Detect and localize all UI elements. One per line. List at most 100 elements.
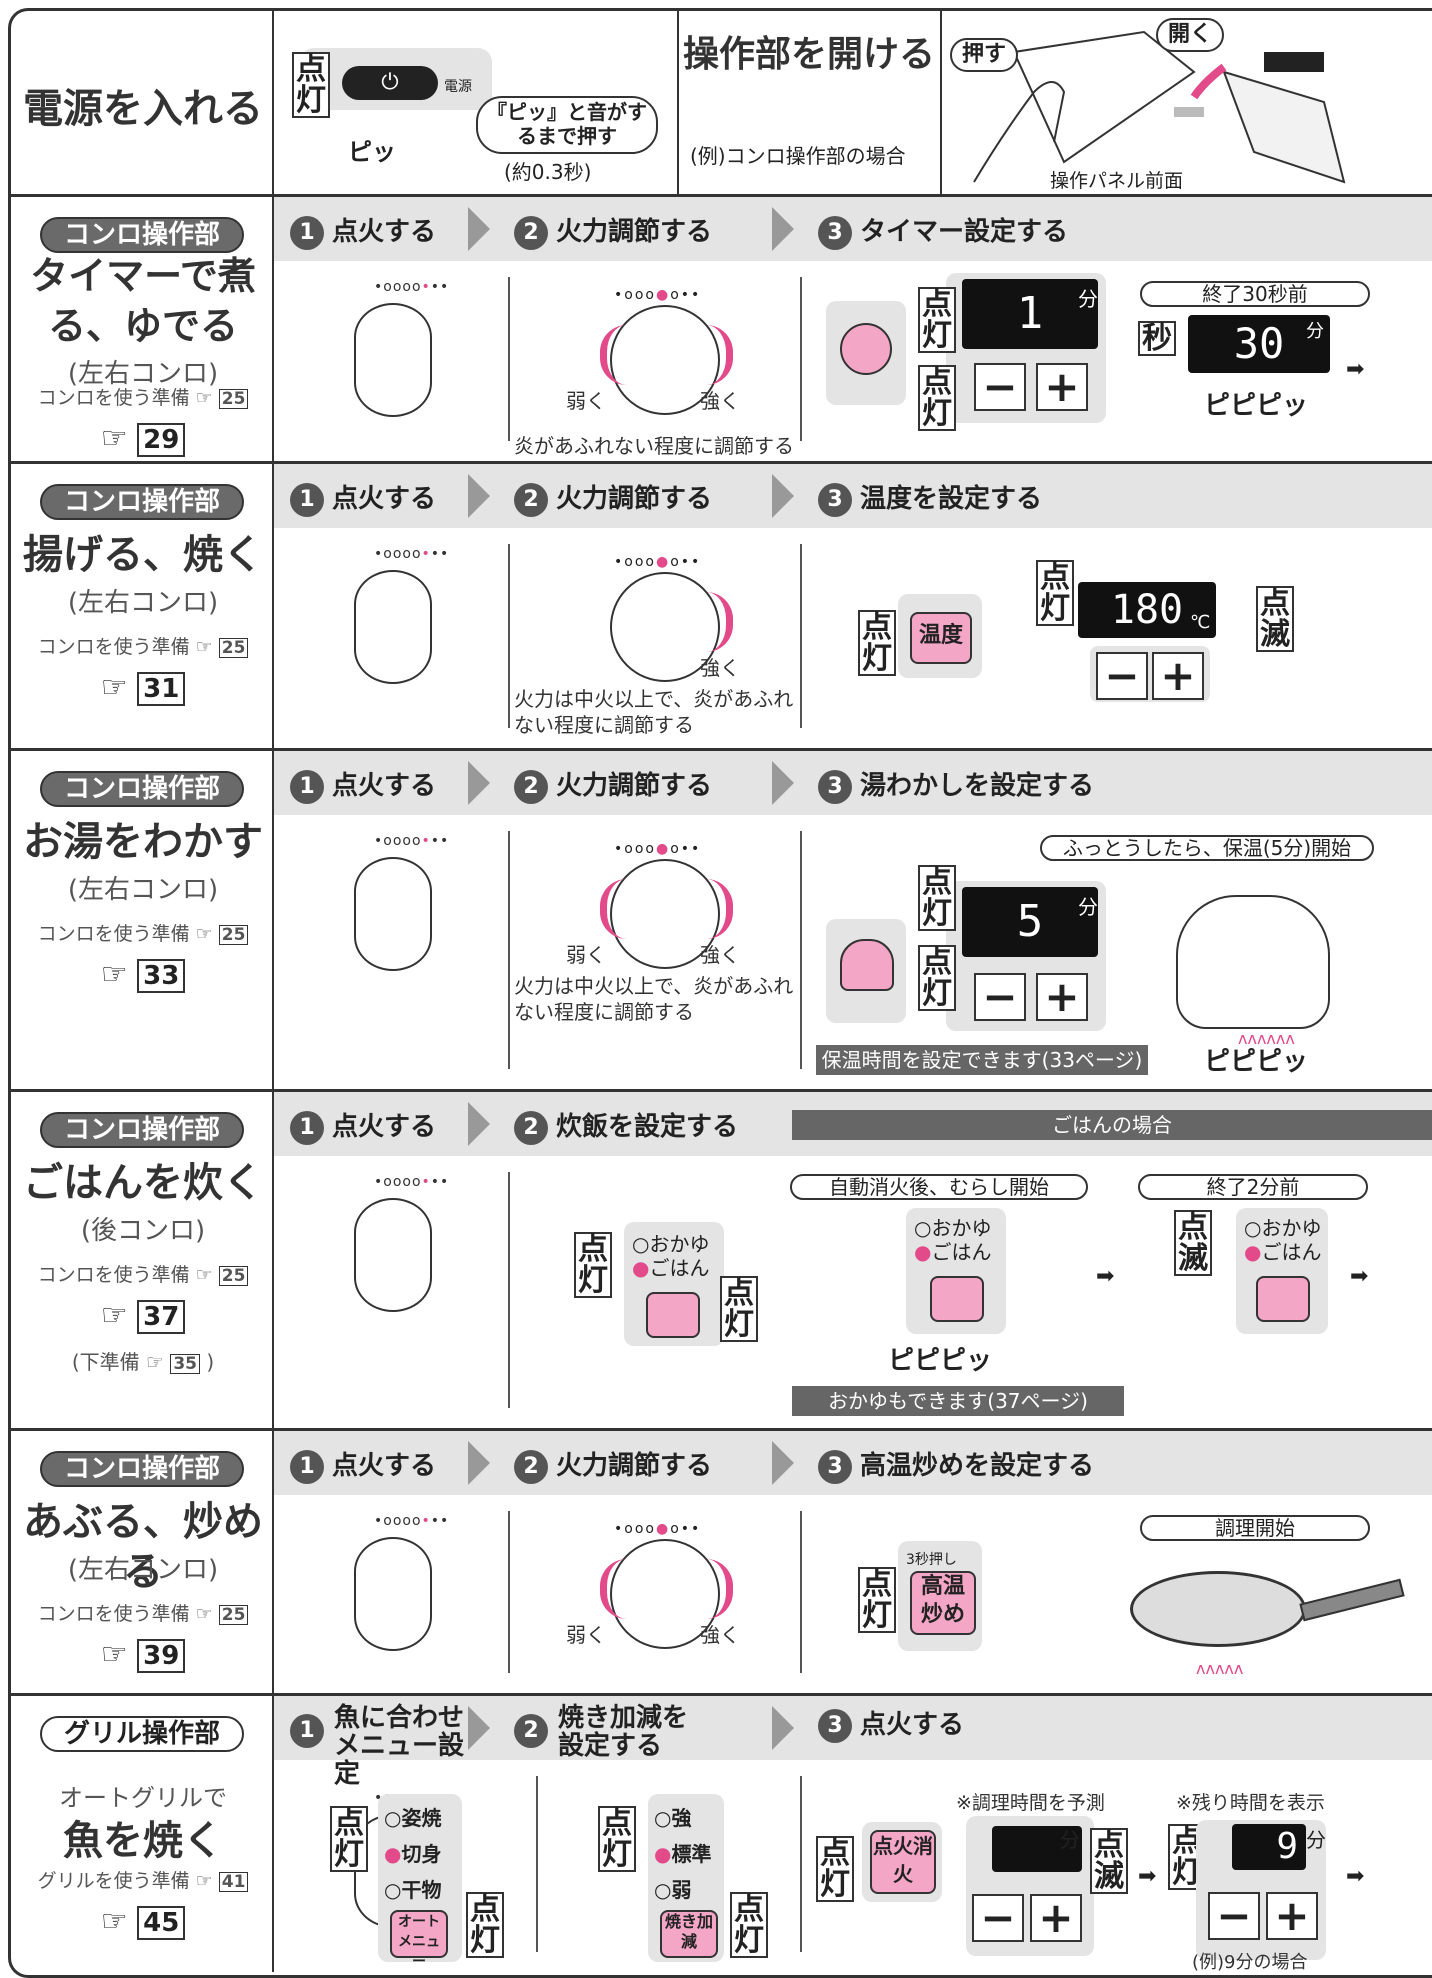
beep-text: ピッ bbox=[348, 138, 396, 166]
minus-button[interactable]: − bbox=[1208, 1892, 1260, 1940]
next-arrow-icon: ➡ bbox=[1096, 1264, 1115, 1289]
step-number: 1 bbox=[290, 1449, 324, 1484]
step-number: 1 bbox=[290, 769, 324, 804]
flame-dots-icon: •oooo••• bbox=[374, 546, 450, 562]
burner-knob-icon bbox=[354, 1198, 432, 1312]
prep-page[interactable]: 25 bbox=[218, 925, 249, 945]
unit-label: 分 bbox=[1078, 895, 1098, 919]
menu-option-text: 切身 bbox=[401, 1842, 442, 1866]
row-divider bbox=[8, 1089, 1432, 1092]
sub-prep-page[interactable]: 35 bbox=[170, 1354, 200, 1374]
lit-tag: 点灯 bbox=[816, 1836, 854, 1902]
temp-button[interactable]: 温度 bbox=[910, 612, 972, 664]
auto-menu-button[interactable]: オートメニュー bbox=[390, 1910, 448, 1970]
step-label: 点火する bbox=[332, 1451, 437, 1481]
prep-page[interactable]: 41 bbox=[218, 1872, 249, 1892]
page-number[interactable]: 37 bbox=[137, 1300, 186, 1334]
end-2min-label: 終了2分前 bbox=[1138, 1174, 1368, 1200]
prep-page[interactable]: 25 bbox=[218, 389, 249, 409]
section-header-bar: ごはんの場合 bbox=[792, 1110, 1432, 1140]
weak-arrow-icon bbox=[600, 1559, 627, 1619]
page-number[interactable]: 33 bbox=[137, 959, 186, 993]
step-label: 火力調節する bbox=[556, 217, 713, 247]
opt-gohan: ●ごはん bbox=[1244, 1240, 1322, 1264]
step-label: 点火する bbox=[332, 771, 437, 801]
step-label: タイマー設定する bbox=[860, 217, 1069, 247]
step-number: 2 bbox=[514, 1714, 548, 1748]
level-button[interactable]: 焼き加減 bbox=[660, 1910, 718, 1958]
keep-warm-note: ふっとうしたら、保温(5分)開始 bbox=[1040, 835, 1374, 861]
stirfry-button[interactable]: 高温炒め bbox=[910, 1571, 976, 1635]
minus-button[interactable]: − bbox=[1096, 652, 1148, 700]
plus-button[interactable]: + bbox=[1030, 1894, 1082, 1942]
minus-button[interactable]: − bbox=[974, 973, 1026, 1021]
page-number[interactable]: 31 bbox=[137, 672, 186, 706]
step-label: 点火する bbox=[332, 1112, 437, 1142]
unit-label: 分 bbox=[1060, 1828, 1080, 1852]
minus-button[interactable]: − bbox=[972, 1894, 1024, 1942]
next-arrow-icon: ➡ bbox=[1346, 1864, 1365, 1889]
prep-text: コンロを使う準備 bbox=[37, 636, 190, 658]
prep-page[interactable]: 25 bbox=[218, 1605, 249, 1625]
page-number[interactable]: 45 bbox=[137, 1906, 186, 1940]
open-label: 開く bbox=[1156, 18, 1225, 52]
level-option-text: 弱 bbox=[671, 1878, 692, 1902]
content-divider bbox=[800, 831, 802, 1069]
heat-dots-icon: •ooo●o•• bbox=[614, 554, 702, 570]
page-number[interactable]: 39 bbox=[137, 1639, 186, 1673]
rice-button-icon[interactable] bbox=[1256, 1276, 1310, 1322]
plus-button[interactable]: + bbox=[1036, 973, 1088, 1021]
opt-okayu-text: おかゆ bbox=[1261, 1216, 1322, 1240]
section-badge: コンロ操作部 bbox=[40, 217, 244, 253]
book-icon: ☞ bbox=[100, 1298, 138, 1333]
rice-button-icon[interactable] bbox=[646, 1292, 700, 1338]
prep-page[interactable]: 25 bbox=[218, 1266, 249, 1286]
unit-label: 分 bbox=[1078, 287, 1098, 311]
page-ref: ☞ 31 bbox=[14, 670, 272, 706]
page-number[interactable]: 29 bbox=[137, 423, 186, 457]
timer-button-icon[interactable] bbox=[840, 323, 892, 375]
panel-front-label: 操作パネル前面 bbox=[1050, 170, 1184, 192]
page-ref: ☞ 45 bbox=[14, 1904, 272, 1940]
minus-button[interactable]: − bbox=[974, 363, 1026, 411]
lit-tag: 点灯 bbox=[1036, 560, 1074, 626]
menu-option-text: 干物 bbox=[401, 1878, 442, 1902]
lit-tag: 点灯 bbox=[858, 1567, 896, 1633]
book-icon: ☞ bbox=[100, 957, 138, 992]
section-title: ごはんを炊く bbox=[23, 1160, 263, 1206]
step-arrow-icon bbox=[468, 761, 490, 805]
plus-button[interactable]: + bbox=[1266, 1892, 1318, 1940]
okayu-bar: おかゆもできます(37ページ) bbox=[792, 1386, 1124, 1416]
book-icon: ☞ bbox=[189, 387, 219, 409]
strong-arrow-icon bbox=[706, 325, 733, 385]
beep-text: ピピピッ bbox=[1204, 1047, 1309, 1077]
step-number: 2 bbox=[514, 1110, 548, 1145]
prep-page[interactable]: 25 bbox=[218, 638, 249, 658]
plus-button[interactable]: + bbox=[1152, 652, 1204, 700]
opt-okayu: ○おかゆ bbox=[632, 1232, 710, 1256]
prep-text: コンロを使う準備 bbox=[37, 923, 190, 945]
pan-icon bbox=[1130, 1571, 1306, 1647]
flame-dots-icon: •oooo••• bbox=[374, 1513, 450, 1529]
power-button-label: 電源 bbox=[444, 79, 472, 95]
keep-warm-bar: 保温時間を設定できます(33ページ) bbox=[816, 1045, 1148, 1075]
lit-tag: 点灯 bbox=[918, 365, 956, 431]
plus-button[interactable]: + bbox=[1036, 363, 1088, 411]
power-button[interactable]: ⏻ bbox=[342, 66, 438, 100]
lit-tag: 点灯 bbox=[574, 1232, 612, 1298]
timer-lcd-30: 30 bbox=[1188, 315, 1330, 373]
example-note: (例)9分の場合 bbox=[1192, 1952, 1308, 1973]
book-icon: ☞ bbox=[189, 1264, 219, 1286]
menu-option: ○姿焼 bbox=[384, 1806, 442, 1830]
burner-flame-icon: ʌʌʌʌʌʌ bbox=[1238, 1029, 1295, 1048]
ignite-button[interactable]: 点火消火 bbox=[870, 1830, 936, 1894]
rice-button-icon[interactable] bbox=[930, 1276, 984, 1322]
kettle-button-icon[interactable] bbox=[840, 939, 894, 991]
lit-tag: 点灯 bbox=[918, 287, 956, 353]
section-badge: コンロ操作部 bbox=[40, 484, 244, 520]
heat-dots-icon: •ooo●o•• bbox=[614, 287, 702, 303]
